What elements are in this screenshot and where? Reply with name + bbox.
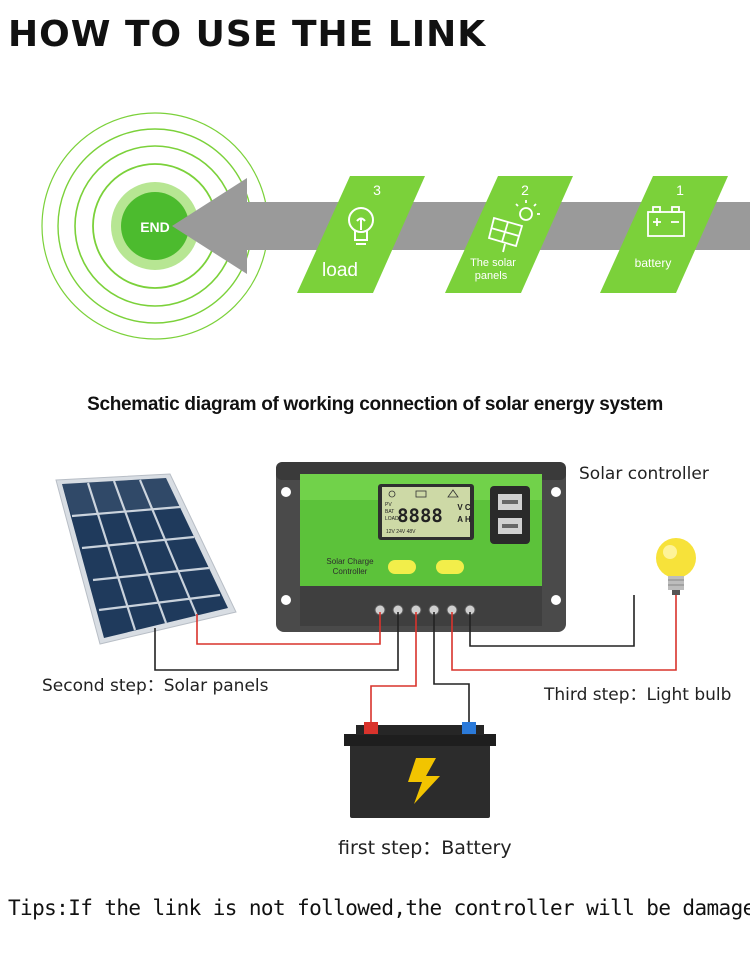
lcd-voltages: 12V 24V 48V	[386, 529, 416, 535]
step-2-label-line2: panels	[475, 270, 508, 282]
step-3-number: 3	[373, 182, 381, 198]
page-heading: HOW TO USE THE LINK	[8, 14, 487, 55]
lcd-bat: BAT	[385, 509, 394, 515]
wiring	[154, 595, 677, 722]
solar-panel-image	[55, 473, 237, 645]
light-bulb-image	[656, 538, 696, 595]
first-step-label: first step：Battery	[338, 837, 512, 859]
light-bulb-icon	[348, 207, 374, 245]
schematic-title: Schematic diagram of working connection …	[87, 394, 663, 415]
step-2-number: 2	[521, 182, 529, 198]
end-label: END	[140, 219, 170, 235]
terminal-block	[374, 604, 476, 616]
step-1-label: battery	[635, 256, 672, 270]
lcd-digits: 8888	[397, 505, 443, 527]
controller-text-2: Controller	[333, 567, 368, 576]
step-3-load: 3 load	[297, 176, 425, 293]
third-step-label: Third step：Light bulb	[544, 685, 732, 705]
step-2-label-line1: The solar	[470, 257, 516, 269]
schematic-diagram: PV BAT LOAD 8888 V C A H 12V 24V 48V Sol…	[55, 462, 696, 818]
solar-controller-label: Solar controller	[579, 464, 709, 484]
solar-controller-image: PV BAT LOAD 8888 V C A H 12V 24V 48V Sol…	[276, 462, 566, 632]
solar-panel-icon	[487, 200, 540, 253]
lcd-units-top: V C	[457, 503, 471, 512]
controller-button-right	[436, 560, 464, 574]
link-flow-diagram: END 3 load 2 The solar panels 1	[41, 112, 750, 340]
tips-note: Tips:If the link is not followed,the con…	[8, 896, 750, 920]
lcd-units-bottom: A H	[457, 515, 471, 524]
lcd-pv: PV	[385, 502, 392, 508]
battery-icon	[647, 206, 685, 237]
step-1-number: 1	[676, 182, 684, 198]
lcd-icons	[388, 489, 459, 498]
usb-ports	[490, 486, 530, 544]
second-step-label: Second step：Solar panels	[42, 676, 269, 696]
step-2-solar-panels: 2 The solar panels	[445, 176, 573, 293]
step-1-battery: 1 battery	[600, 176, 728, 293]
controller-button-left	[388, 560, 416, 574]
lcd-load: LOAD	[385, 516, 399, 522]
controller-text-1: Solar Charge	[326, 557, 374, 566]
step-3-label: load	[322, 260, 358, 281]
battery-image	[344, 722, 496, 818]
